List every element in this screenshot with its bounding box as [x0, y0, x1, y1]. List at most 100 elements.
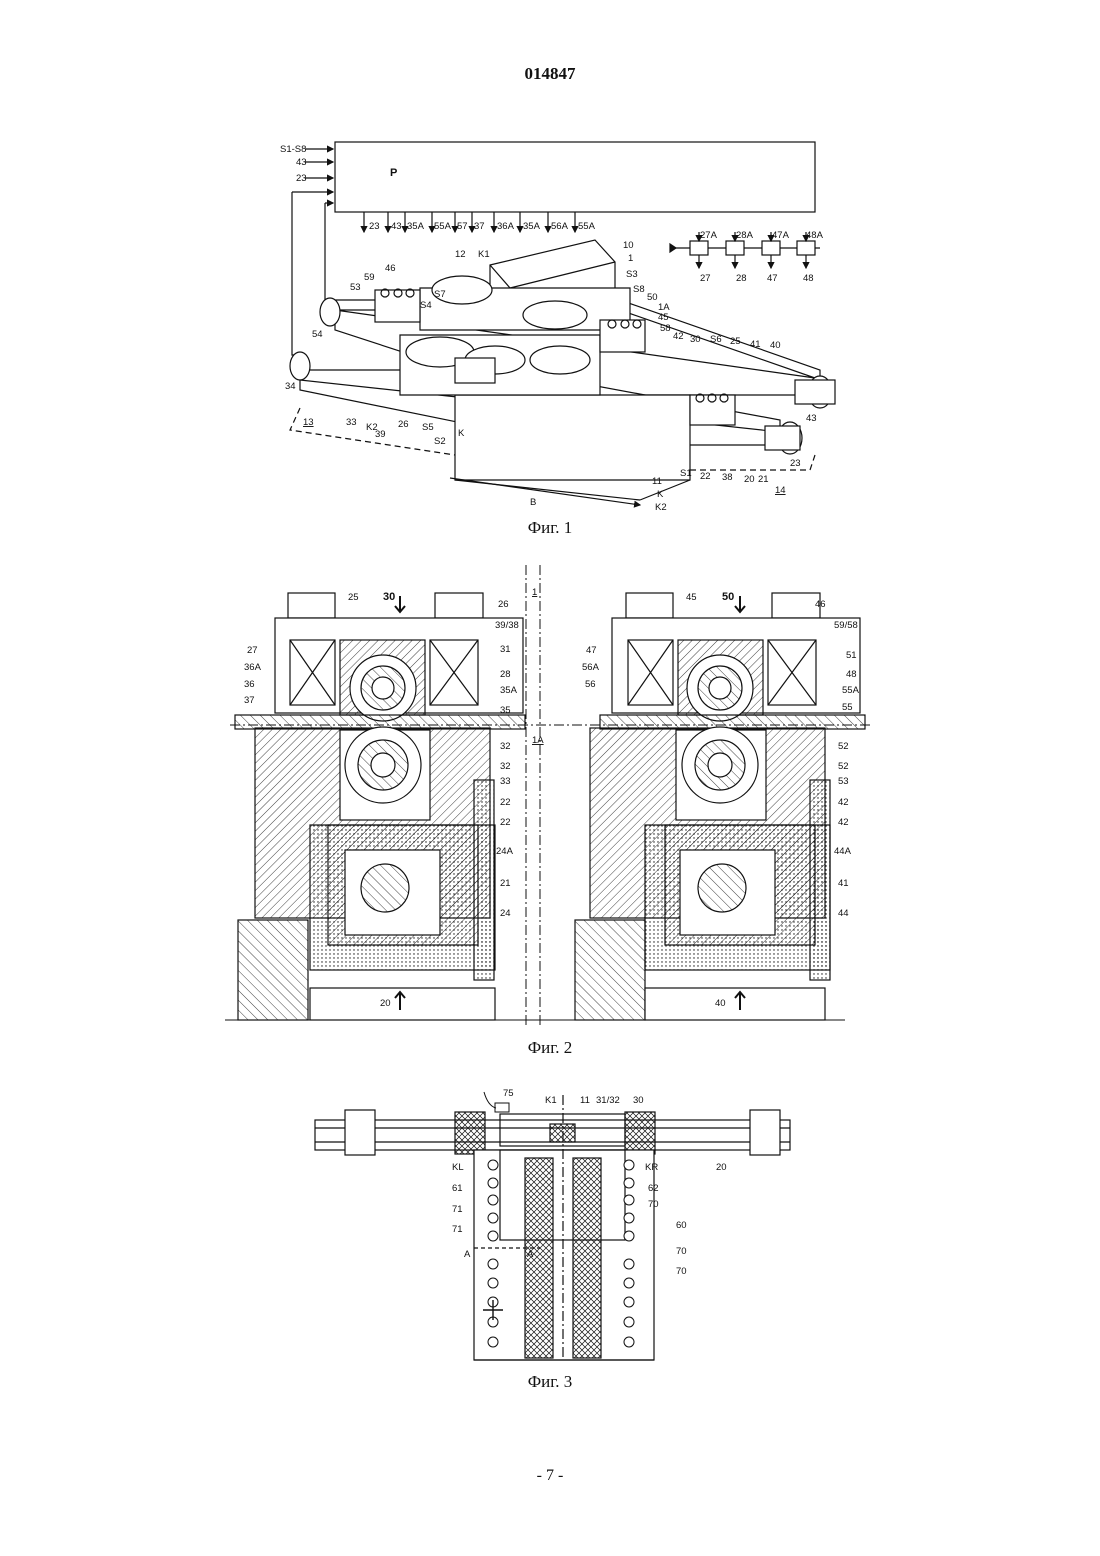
label: 37 — [474, 221, 485, 232]
label: 35A — [500, 685, 518, 696]
label: 38 — [722, 472, 733, 483]
label: 11 — [580, 1095, 590, 1106]
label: 28A — [736, 230, 754, 241]
label: 47 — [586, 645, 597, 656]
label: 43 — [806, 413, 817, 424]
label: 51 — [846, 650, 857, 661]
label: 27 — [247, 645, 258, 656]
label: 21 — [758, 474, 769, 485]
label: 59 — [364, 272, 375, 283]
label: 47A — [772, 230, 790, 241]
label: 58 — [660, 323, 671, 334]
label: 26 — [498, 599, 509, 610]
label: 20 — [744, 474, 755, 485]
label: 46 — [815, 599, 826, 610]
label: 27 — [700, 273, 711, 284]
label: S4 — [420, 300, 432, 311]
label: 53 — [350, 282, 361, 293]
processor-box — [335, 142, 815, 212]
label: 10 — [623, 240, 634, 251]
label: 50 — [647, 292, 658, 303]
label: 40 — [715, 998, 726, 1009]
label: 50 — [722, 591, 734, 603]
label: P — [390, 167, 397, 179]
label: 1A — [532, 735, 544, 746]
label: 70 — [648, 1199, 659, 1210]
label: 30 — [690, 334, 701, 345]
label: 55A — [842, 685, 860, 696]
label: 56 — [585, 679, 596, 690]
label: 52 — [838, 741, 849, 752]
label: 20 — [380, 998, 391, 1009]
label: KL — [452, 1162, 464, 1173]
label: 53 — [838, 776, 849, 787]
label: 43 — [296, 157, 307, 168]
label: 21 — [500, 878, 511, 889]
label: 30 — [633, 1095, 644, 1106]
label: 28 — [736, 273, 747, 284]
label: 30 — [383, 591, 395, 603]
label: 31/32 — [596, 1095, 620, 1106]
label: K1 — [478, 249, 490, 260]
label: 42 — [838, 817, 849, 828]
label: 54 — [312, 329, 323, 340]
figure-2-drawing: 1 1A 25 30 26 39/38 31 28 35A 35 32 32 3… — [0, 560, 1100, 1040]
label: 32 — [500, 761, 511, 772]
label: 57 — [457, 221, 468, 232]
label: B — [530, 497, 536, 508]
label: 36A — [244, 662, 262, 673]
label: K1 — [545, 1095, 557, 1106]
label: 59/58 — [834, 620, 858, 631]
figure-2-caption: Фиг. 2 — [0, 1038, 1100, 1058]
label: 71 — [452, 1224, 463, 1235]
label: 35A — [523, 221, 541, 232]
label: K — [657, 489, 664, 500]
label: 61 — [452, 1183, 463, 1194]
label: 26 — [398, 419, 409, 430]
label: 36A — [497, 221, 515, 232]
label: 70 — [676, 1246, 687, 1257]
label: 56A — [551, 221, 569, 232]
page-number: - 7 - — [0, 1467, 1100, 1485]
label: 55A — [578, 221, 596, 232]
label: 42 — [673, 331, 684, 342]
label: 39 — [375, 429, 386, 440]
label: 44A — [834, 846, 852, 857]
label: 75 — [503, 1088, 514, 1099]
label: 28 — [500, 669, 511, 680]
label: S8 — [633, 284, 645, 295]
label: 45 — [658, 312, 669, 323]
label: 46 — [385, 263, 396, 274]
label: 62 — [648, 1183, 659, 1194]
label: 13 — [303, 417, 314, 428]
label: S6 — [710, 334, 722, 345]
label: 24 — [500, 908, 511, 919]
label: 55 — [842, 702, 853, 713]
label: 1 — [628, 253, 633, 264]
figure-1-caption: Фиг. 1 — [0, 518, 1100, 538]
label: 25 — [348, 592, 359, 603]
label: 45 — [686, 592, 697, 603]
label: 43 — [391, 221, 402, 232]
label: 48 — [803, 273, 814, 284]
label: 33 — [346, 417, 357, 428]
label: 37 — [244, 695, 255, 706]
label: 22 — [500, 817, 511, 828]
label: 48 — [846, 669, 857, 680]
label: 25 — [730, 336, 741, 347]
label: 71 — [452, 1204, 463, 1215]
label: 56A — [582, 662, 600, 673]
label: S2 — [434, 436, 446, 447]
label: 22 — [500, 797, 511, 808]
label: 60 — [676, 1220, 687, 1231]
label: K2 — [655, 502, 667, 513]
label: 32 — [500, 741, 511, 752]
label: 35 — [500, 705, 511, 716]
label: 20 — [716, 1162, 727, 1173]
label: 39/38 — [495, 620, 519, 631]
label: 12 — [455, 249, 466, 260]
label: 41 — [750, 339, 761, 350]
label: 24A — [496, 846, 514, 857]
figure-3-caption: Фиг. 3 — [0, 1372, 1100, 1392]
